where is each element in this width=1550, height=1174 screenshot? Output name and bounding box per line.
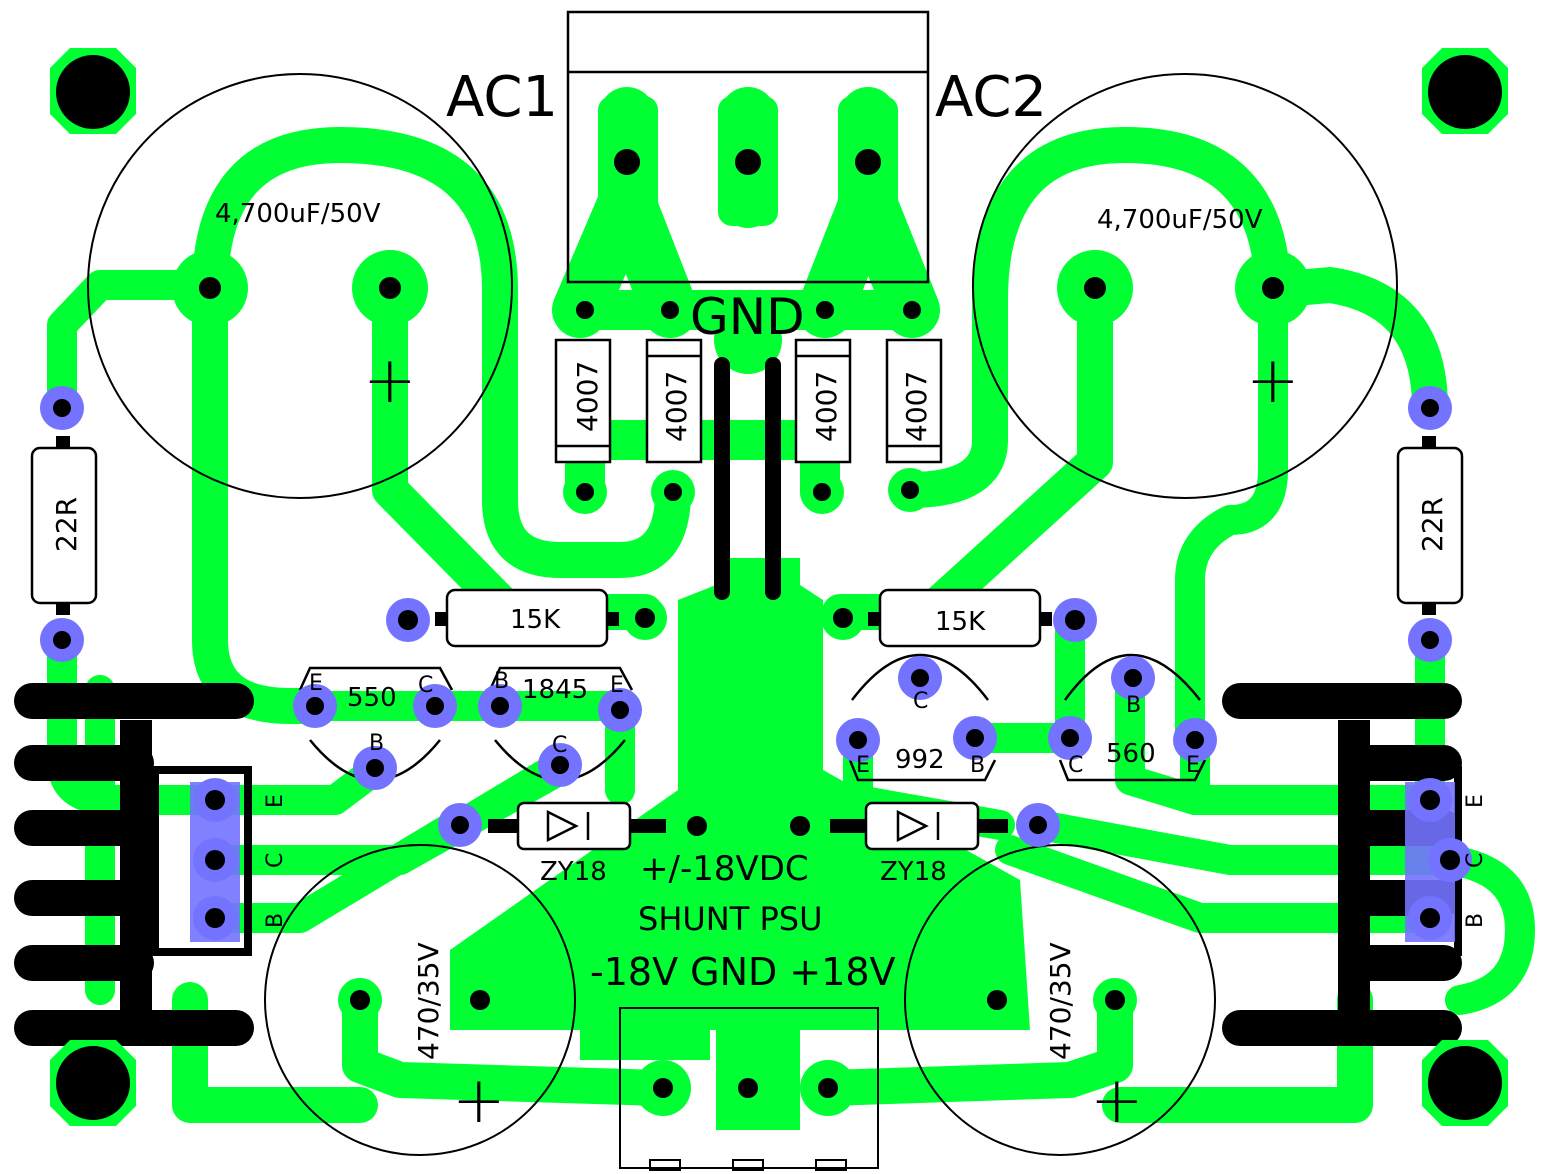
cap-big-right-plus: +	[1246, 344, 1300, 418]
labels: AC1 AC2 GND 4,700uF/50V 4,700uF/50V + + …	[50, 65, 1488, 1138]
cap-big-left-label: 4,700uF/50V	[215, 199, 381, 229]
t992-pin-c: C	[913, 689, 928, 714]
diode-d3-label: 4007	[810, 371, 843, 442]
t992-outline	[851, 653, 989, 701]
t1845-outline	[488, 666, 634, 691]
diode-d4-label: 4007	[900, 371, 933, 442]
diode-d2-label: 4007	[660, 371, 693, 442]
diode-d3-body	[794, 338, 852, 464]
t992-pin-e: E	[856, 753, 870, 778]
ground-pour	[450, 558, 1030, 1130]
cap-big-left-plus: +	[363, 344, 417, 418]
title-line3: -18V GND +18V	[590, 950, 896, 994]
gnd-jumpers	[714, 357, 781, 600]
cap-small-left-label: 470/35V	[412, 942, 445, 1060]
q-right-pin-c: C	[1463, 853, 1488, 868]
diode-d1-label: 4007	[571, 361, 604, 432]
r15k-left-label: 15K	[510, 605, 561, 635]
q-left-pin-e: E	[263, 794, 288, 808]
title-line2: SHUNT PSU	[638, 900, 822, 938]
t560-pin-b: B	[1126, 693, 1141, 718]
cap-big-right-label: 4,700uF/50V	[1097, 205, 1263, 235]
zener-right-label: ZY18	[880, 857, 947, 887]
ac-terminal-outline	[566, 10, 930, 284]
t550-label: 550	[347, 683, 397, 713]
gnd-label: GND	[690, 288, 805, 346]
t560-outline	[1063, 653, 1201, 701]
t560-pin-c: C	[1068, 753, 1083, 778]
t550-pin-b: B	[369, 731, 384, 756]
q-left-pin-c: C	[263, 853, 288, 868]
cap-small-left-outline	[264, 844, 576, 1156]
heatsink-left	[14, 683, 254, 1046]
t1845-pin-e: E	[610, 673, 624, 698]
q-right-pin-e: E	[1463, 794, 1488, 808]
t1845-label: 1845	[522, 675, 588, 705]
r22-left-label: 22R	[50, 497, 83, 552]
r15k-right-label: 15K	[935, 607, 986, 637]
t560-pin-e: E	[1186, 753, 1200, 778]
q-right-pin-b: B	[1463, 913, 1488, 928]
copper-traces	[47, 87, 1535, 1123]
q-left-pin-b: B	[263, 913, 288, 928]
cap-big-left-outline	[87, 73, 513, 499]
t550-outline	[298, 666, 454, 691]
cap-small-right-outline	[904, 844, 1216, 1156]
zener-right-body	[864, 801, 980, 851]
ac1-label: AC1	[446, 65, 558, 130]
cap-small-left-plus: +	[452, 1064, 506, 1138]
t992-label: 992	[895, 745, 945, 775]
cap-small-right-plus: +	[1090, 1064, 1144, 1138]
silkscreen	[14, 10, 1464, 1171]
r22-right-label: 22R	[1416, 497, 1449, 552]
t992-pin-b: B	[970, 753, 985, 778]
diode-d1-body	[554, 338, 612, 464]
t1845-pin-b: B	[494, 669, 509, 694]
diode-d2-body	[645, 338, 703, 464]
ac2-label: AC2	[935, 65, 1047, 130]
cap-small-right-label: 470/35V	[1044, 942, 1077, 1060]
t1845-pin-c: C	[552, 733, 567, 758]
title-line1: +/-18VDC	[640, 849, 809, 889]
diode-d4-body	[885, 338, 943, 464]
pads	[50, 48, 1508, 1126]
zener-left-label: ZY18	[540, 857, 607, 887]
output-terminal-outline	[619, 1007, 879, 1169]
cap-big-right-outline	[972, 73, 1398, 499]
t550-pin-c: C	[418, 673, 433, 698]
t560-label: 560	[1106, 739, 1156, 769]
t550-pin-e: E	[309, 671, 323, 696]
